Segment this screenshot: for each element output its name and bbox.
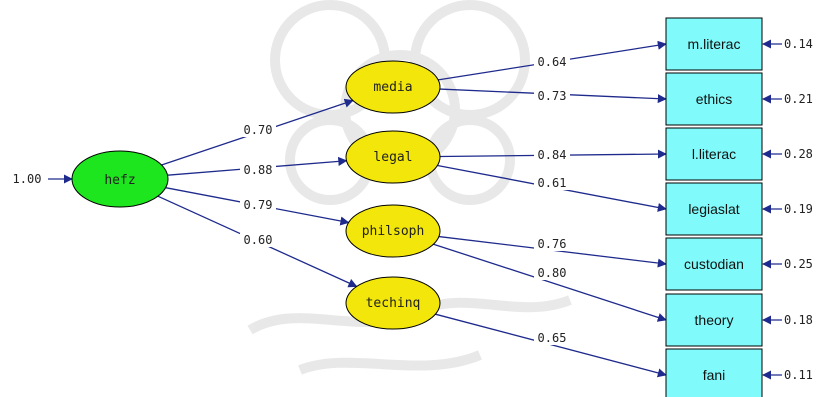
coef-media-ethics: 0.73 [538, 89, 567, 103]
latent-legal [345, 130, 441, 184]
coef-media-m-literac: 0.64 [538, 55, 567, 69]
error-ethics: 0.21 [784, 92, 813, 106]
coef-bg [534, 176, 570, 190]
hefz-variance: 1.00 [13, 172, 42, 186]
loading-media: 0.70 [244, 123, 273, 137]
coef-bg [534, 237, 570, 251]
indicator-label-fani: fani [703, 367, 726, 383]
error-fani: 0.11 [784, 368, 813, 382]
latent-techinq [345, 276, 441, 330]
coef-bg [240, 198, 276, 212]
coef-bg [534, 266, 570, 280]
hefz-label: hefz [104, 173, 135, 188]
coef-bg [534, 331, 570, 345]
error-l-literac: 0.28 [784, 147, 813, 161]
indicator-label-m-literac: m.literac [688, 36, 741, 52]
latent-label-techinq: techinq [366, 296, 421, 311]
indicator-label-custodian: custodian [684, 256, 744, 272]
indicator-m-literac [665, 17, 763, 71]
coef-legal-legiaslat: 0.61 [538, 176, 567, 190]
coef-bg [240, 163, 276, 177]
path-philsoph-theory [433, 243, 667, 322]
indicator-l-literac [665, 127, 763, 181]
hefz-node [71, 150, 169, 208]
loading-techinq: 0.60 [244, 233, 273, 247]
error-theory: 0.18 [784, 313, 813, 327]
indicator-theory [665, 293, 763, 347]
latent-philsoph [345, 204, 441, 258]
indicator-custodian [665, 237, 763, 291]
indicator-legiaslat [665, 182, 763, 236]
error-m-literac: 0.14 [784, 37, 813, 51]
coef-techinq-fani: 0.65 [538, 331, 567, 345]
indicator-label-legiaslat: legiaslat [688, 201, 739, 217]
coef-philsoph-theory: 0.80 [538, 266, 567, 280]
error-legiaslat: 0.19 [784, 202, 813, 216]
coef-philsoph-custodian: 0.76 [538, 237, 567, 251]
coef-bg [240, 233, 276, 247]
loading-legal: 0.88 [244, 163, 273, 177]
latent-media [345, 60, 441, 114]
indicator-ethics [665, 72, 763, 126]
coef-bg [534, 89, 570, 103]
latent-label-philsoph: philsoph [362, 224, 425, 239]
coef-bg [534, 55, 570, 69]
coef-bg [534, 148, 570, 162]
coef-legal-l-literac: 0.84 [538, 148, 567, 162]
latent-label-legal: legal [373, 150, 412, 165]
latent-label-media: media [373, 80, 412, 95]
indicator-label-theory: theory [695, 312, 734, 328]
indicator-fani [665, 348, 763, 397]
coef-bg [240, 123, 276, 137]
indicator-label-ethics: ethics [696, 91, 733, 107]
loading-philsoph: 0.79 [244, 198, 273, 212]
indicator-label-l-literac: l.literac [692, 146, 736, 162]
error-custodian: 0.25 [784, 257, 813, 271]
